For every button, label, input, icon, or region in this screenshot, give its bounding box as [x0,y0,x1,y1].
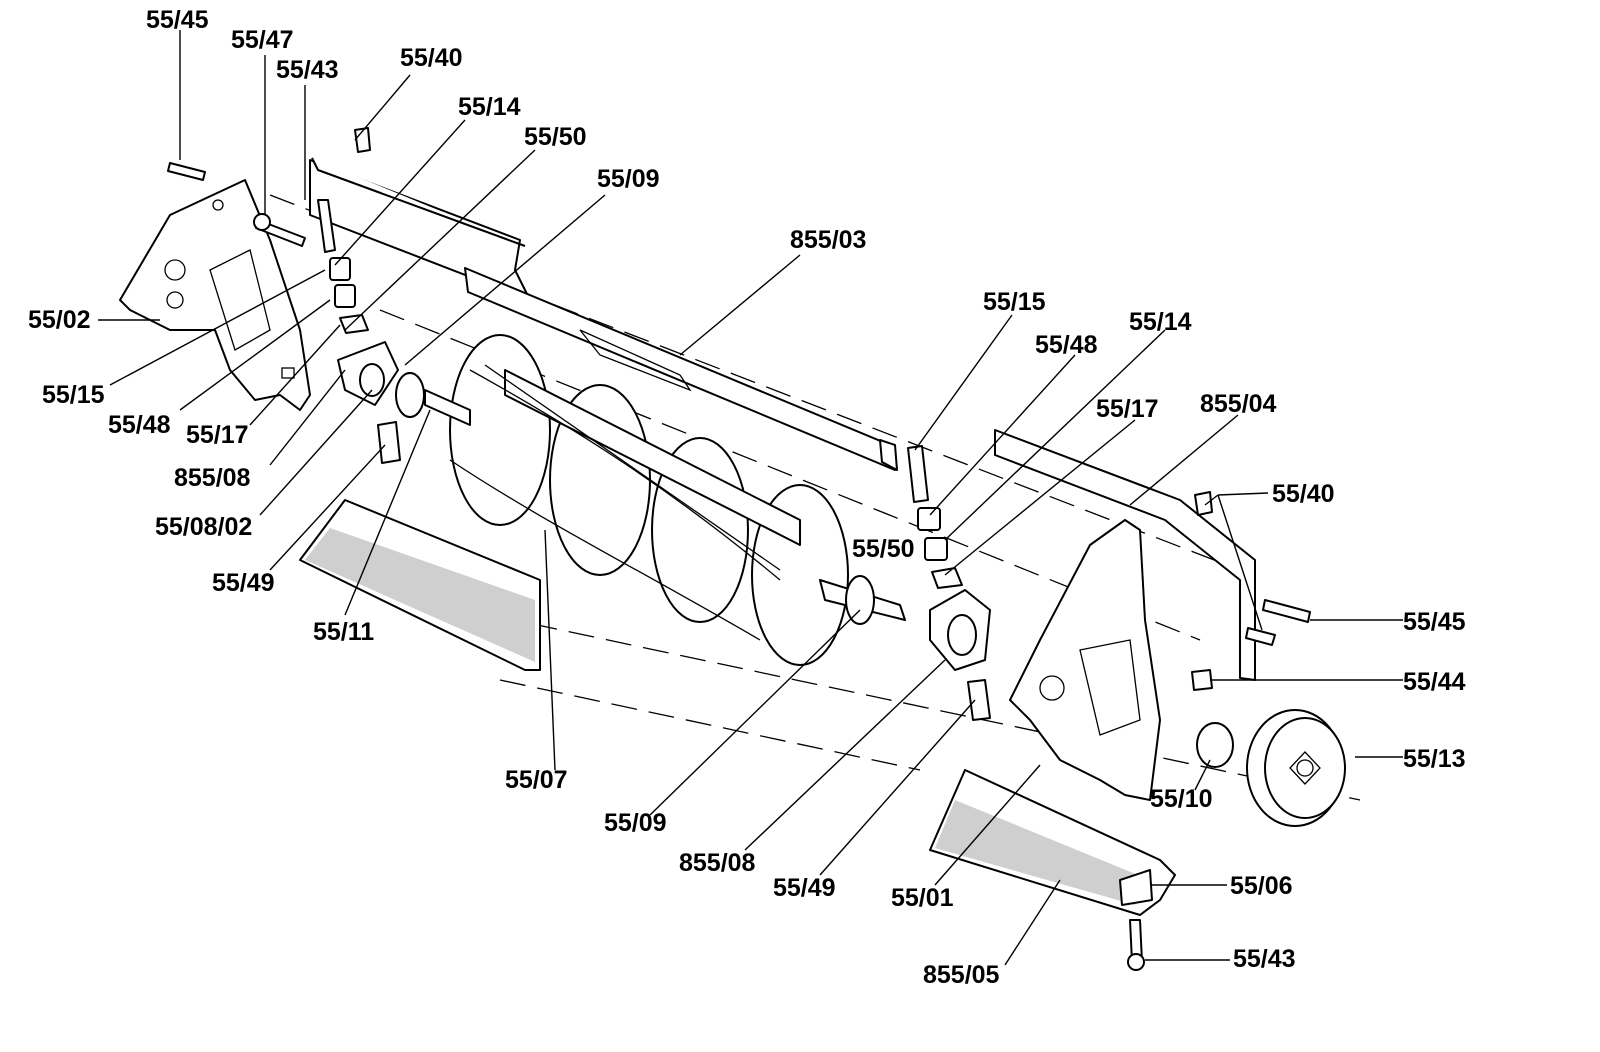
top-bar [309,157,898,471]
bottom-blade-right [929,769,1176,916]
label-55-49-left: 55/49 [212,569,275,597]
label-55-07: 55/07 [505,766,568,794]
label-55-48-right: 55/48 [1035,331,1098,359]
label-55-50-right: 55/50 [852,535,915,563]
right-small-parts [907,445,1311,971]
label-855-03: 855/03 [790,226,866,254]
left-side-plate [119,179,311,411]
label-55-43-top: 55/43 [276,56,339,84]
label-55-45-top: 55/45 [146,6,209,34]
label-55-08-02: 55/08/02 [155,513,252,541]
part-labels: 55/45 55/47 55/43 55/40 55/14 55/50 55/0… [28,6,1466,989]
label-55-14-left: 55/14 [458,93,521,121]
label-55-17-left: 55/17 [186,421,249,449]
label-855-08-left: 855/08 [174,464,251,492]
label-55-14-right: 55/14 [1129,308,1192,336]
bottom-blade-left [299,499,541,671]
label-55-01: 55/01 [891,884,954,912]
label-855-05: 855/05 [923,961,1000,989]
label-55-44: 55/44 [1403,668,1466,696]
label-55-11: 55/11 [313,618,374,646]
label-55-10: 55/10 [1150,785,1213,813]
right-side-plate [1009,519,1161,801]
label-55-15-left: 55/15 [42,381,105,409]
label-55-47: 55/47 [231,26,294,54]
label-55-40-right: 55/40 [1272,480,1335,508]
reel-cylinder [397,334,906,666]
label-55-50-left: 55/50 [524,123,587,151]
label-55-09-bottom: 55/09 [604,809,667,837]
label-55-17-right: 55/17 [1096,395,1159,423]
label-55-49-bottom: 55/49 [773,874,836,902]
label-855-04: 855/04 [1200,390,1277,418]
label-855-08-bottom: 855/08 [679,849,756,877]
label-55-09-top: 55/09 [597,165,660,193]
right-bar [994,429,1256,681]
label-55-48-left: 55/48 [108,411,171,439]
label-55-15-right: 55/15 [983,288,1046,316]
label-55-06: 55/06 [1230,872,1293,900]
label-55-43-bottom: 55/43 [1233,945,1296,973]
label-55-02: 55/02 [28,306,91,334]
label-55-45-right: 55/45 [1403,608,1466,636]
drive-wheel [1246,709,1346,827]
label-55-40-top: 55/40 [400,44,463,72]
label-55-13: 55/13 [1403,745,1466,773]
leader-lines [98,30,1403,966]
